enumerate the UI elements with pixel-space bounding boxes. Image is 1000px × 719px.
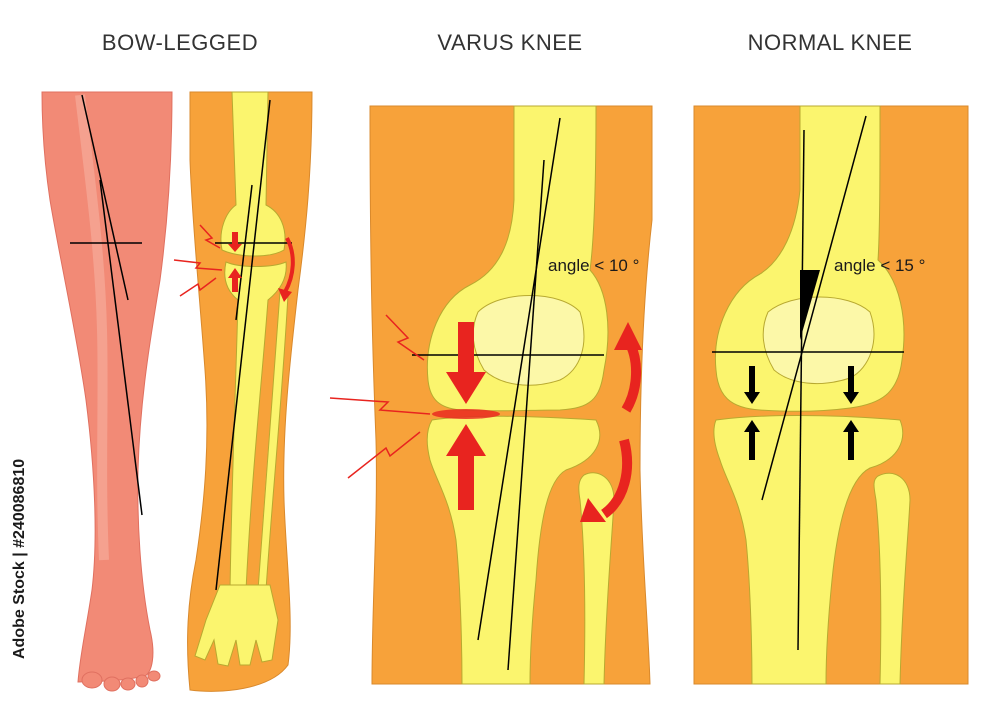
varus-rotation-arrowhead-top (614, 322, 642, 350)
title-bow-legged: BOW-LEGGED (101, 30, 259, 55)
normal-angle-wedge (800, 270, 820, 340)
skeleton-foot (194, 584, 279, 667)
normal-tibia-axis (797, 129, 805, 651)
skeleton-femur (220, 91, 286, 257)
skeleton-compression-arrow-down (228, 232, 242, 252)
femur-axis-line (81, 94, 129, 301)
tibia-axis-line (99, 179, 143, 516)
toe-3 (120, 677, 136, 691)
varus-patella (472, 295, 585, 386)
normal-arrow-down-right (843, 366, 859, 404)
normal-fibula (873, 472, 911, 685)
bow-legged-skin-leg (41, 91, 173, 692)
pain-mark-small-3 (179, 277, 217, 297)
varus-knee-panel (329, 105, 653, 685)
pain-mark-2 (329, 397, 431, 415)
bow-legged-skeleton (173, 91, 313, 692)
skeleton-rotation-arrow (283, 237, 295, 293)
skin-highlight (75, 94, 109, 561)
pain-mark-1 (385, 314, 425, 361)
skeleton-rotation-arrowhead (278, 288, 292, 302)
skeleton-axis-line-2 (235, 184, 253, 321)
varus-compression-arrow-down (446, 322, 486, 404)
normal-femur-axis (761, 115, 867, 501)
normal-arrow-up-left (744, 420, 760, 460)
pain-mark-small-1 (199, 224, 221, 249)
skeleton-compression-arrow-up (228, 268, 242, 292)
varus-tibia-axis (507, 159, 545, 671)
toe-5 (147, 670, 161, 682)
toe-4 (135, 674, 149, 688)
normal-arrow-down-left (744, 366, 760, 404)
normal-arrow-up-right (843, 420, 859, 460)
toe-2 (103, 676, 121, 692)
varus-rotation-arrow-bottom (600, 438, 632, 519)
pain-mark-small-2 (173, 259, 223, 271)
skeleton-axis-line-1 (215, 99, 271, 591)
varus-femur-axis (477, 117, 561, 641)
varus-rotation-arrowhead-bottom (580, 498, 606, 522)
title-varus-knee: VARUS KNEE (437, 30, 583, 55)
varus-compression-zone (432, 409, 500, 419)
toe-1 (81, 671, 103, 689)
pain-mark-3 (347, 431, 421, 479)
normal-knee-panel (693, 105, 969, 685)
varus-angle-label: angle < 10 ° (548, 256, 640, 275)
title-normal-knee: NORMAL KNEE (747, 30, 913, 55)
stock-credit: Adobe Stock | #240086810 (11, 458, 28, 659)
normal-tibia (713, 415, 904, 685)
varus-compression-arrow-up (446, 424, 486, 510)
normal-angle-label: angle < 15 ° (834, 256, 926, 275)
normal-patella (762, 296, 875, 385)
